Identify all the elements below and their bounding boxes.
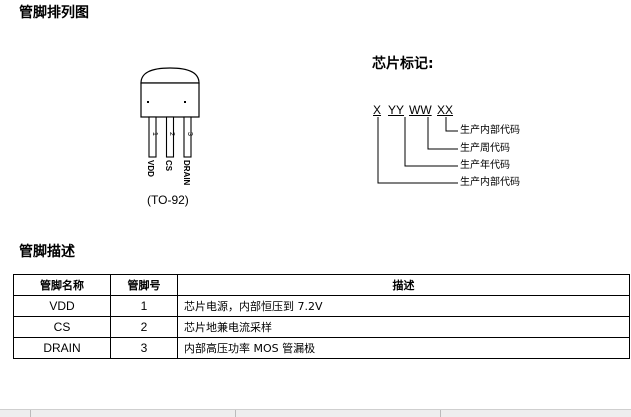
pin-description-table: 管脚名称 管脚号 描述 VDD 1 芯片电源，内部恒压到 7.2V CS 2 芯… <box>13 274 630 359</box>
marking-desc-week: 生产周代码 <box>460 143 510 154</box>
leader-internal-code-2 <box>377 117 458 184</box>
lead-1 <box>148 116 157 158</box>
package-name: (TO-92) <box>147 193 189 207</box>
cell-pin-name: CS <box>13 316 111 338</box>
table-header-row: 管脚名称 管脚号 描述 <box>13 274 630 296</box>
pin-name-vdd: VDD <box>146 160 155 177</box>
strip-divider <box>440 410 441 417</box>
cell-pin-number: 1 <box>110 295 178 317</box>
marking-title: 芯片标记: <box>372 56 434 72</box>
lead-2 <box>165 116 175 158</box>
table-row: DRAIN 3 内部高压功率 MOS 管漏极 <box>13 337 630 359</box>
body-dot-left <box>147 101 149 103</box>
cell-pin-name: VDD <box>13 295 111 317</box>
marking-desc-internal-1: 生产内部代码 <box>460 125 520 136</box>
header-pin-name: 管脚名称 <box>13 274 111 296</box>
strip-divider <box>235 410 236 417</box>
header-pin-number: 管脚号 <box>110 274 178 296</box>
pinout-section-title: 管脚排列图 <box>19 5 89 21</box>
pin-name-cs: CS <box>164 160 173 172</box>
marking-desc-year: 生产年代码 <box>460 160 510 171</box>
header-description: 描述 <box>177 274 630 296</box>
pin-number-3: 3 <box>186 132 193 136</box>
pin-number-1: 1 <box>151 132 158 136</box>
pin-desc-section-title: 管脚描述 <box>19 244 75 260</box>
lead-3 <box>183 116 192 158</box>
strip-divider <box>30 410 31 417</box>
bottom-scroll-strip[interactable] <box>0 409 631 417</box>
cell-pin-number: 3 <box>110 337 178 359</box>
cell-pin-name: DRAIN <box>13 337 111 359</box>
leader-year-code <box>404 117 458 167</box>
cell-description: 芯片地兼电流采样 <box>177 316 630 338</box>
body-dot-right <box>184 101 186 103</box>
table-row: CS 2 芯片地兼电流采样 <box>13 316 630 338</box>
to92-package-drawing <box>140 67 200 158</box>
marking-code-xx: XX <box>437 103 454 117</box>
cell-pin-number: 2 <box>110 316 178 338</box>
leader-internal-code-1 <box>445 117 458 132</box>
cell-description: 芯片电源，内部恒压到 7.2V <box>177 295 630 317</box>
table-row: VDD 1 芯片电源，内部恒压到 7.2V <box>13 295 630 317</box>
marking-code-yy: YY <box>388 103 405 117</box>
cell-description: 内部高压功率 MOS 管漏极 <box>177 337 630 359</box>
pin-name-drain: DRAIN <box>182 160 191 186</box>
leader-week-code <box>427 117 458 150</box>
pin-number-2: 2 <box>168 132 175 136</box>
marking-desc-internal-2: 生产内部代码 <box>460 177 520 188</box>
package-body-dome <box>140 67 200 84</box>
marking-code-ww: WW <box>409 103 432 117</box>
package-body <box>140 82 200 118</box>
marking-code-x: X <box>373 103 382 117</box>
marking-leader-lines <box>377 117 458 184</box>
